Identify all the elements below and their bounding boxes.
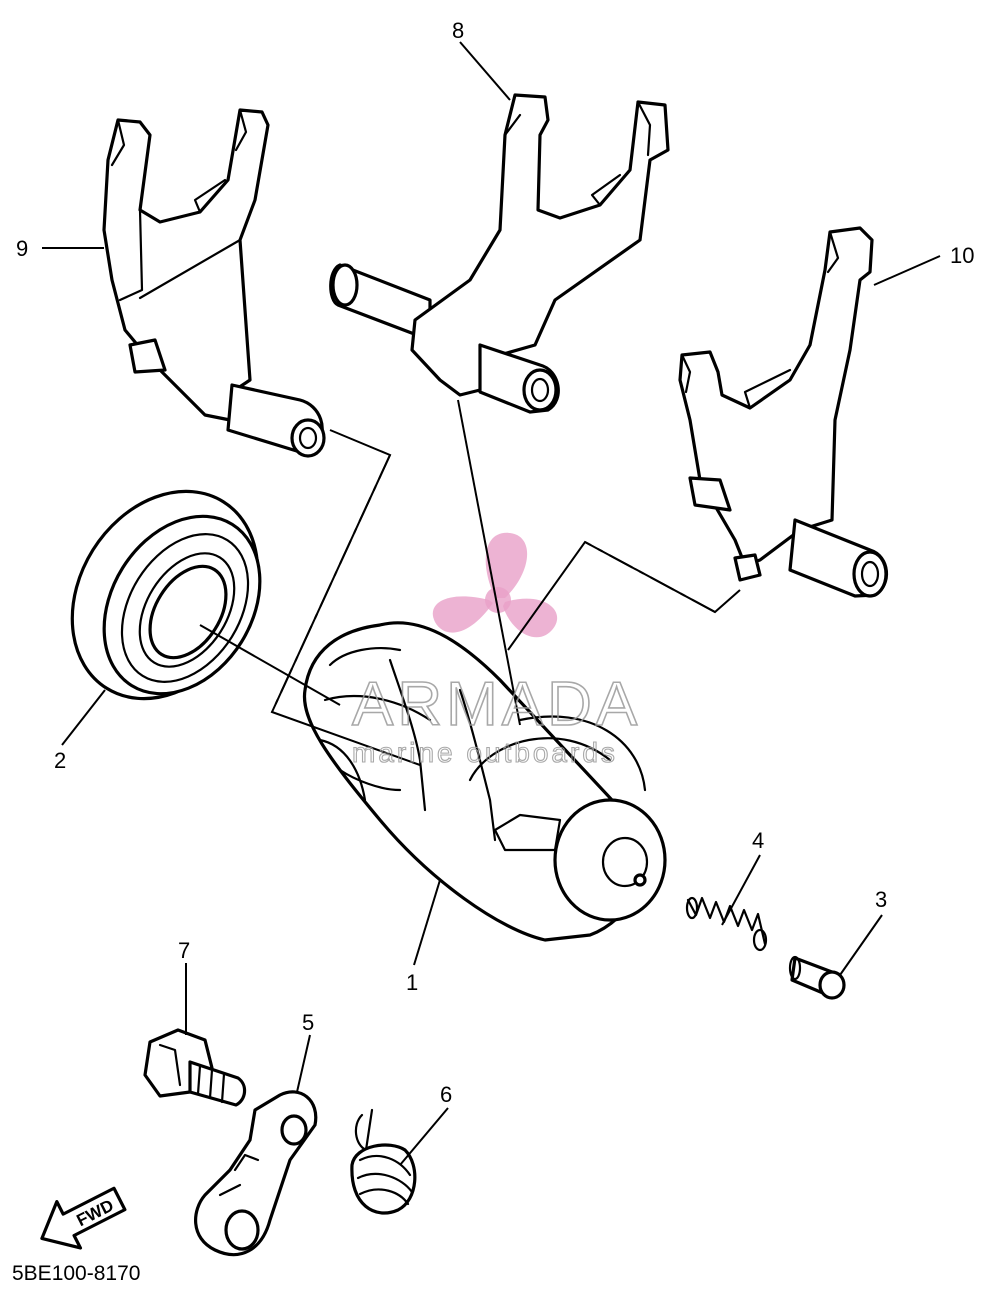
watermark-brand: ARMADA [352, 670, 641, 739]
shift-fork-10 [678, 226, 889, 598]
callout-labels: 8 9 10 2 1 4 3 7 5 6 [16, 18, 974, 1107]
drawing-code: 5BE100-8170 [12, 1262, 140, 1285]
callout-leaders [42, 41, 941, 1166]
callout-10: 10 [950, 243, 974, 268]
bolt-7 [143, 1028, 247, 1107]
callout-5: 5 [302, 1010, 314, 1035]
bearing-2 [70, 489, 262, 701]
callout-2: 2 [54, 748, 66, 773]
spring-4 [685, 896, 768, 952]
shift-drum-1 [302, 621, 667, 942]
callout-6: 6 [440, 1082, 452, 1107]
callout-4: 4 [752, 828, 764, 853]
pin-3 [788, 955, 846, 1000]
callout-7: 7 [178, 938, 190, 963]
shift-fork-8 [329, 93, 670, 414]
callout-3: 3 [875, 887, 887, 912]
fwd-arrow: FWD [40, 1186, 127, 1250]
torsion-spring-6 [350, 1108, 417, 1215]
callout-1: 1 [406, 970, 418, 995]
assembly-lines [199, 399, 741, 766]
lever-5 [193, 1090, 318, 1257]
shift-fork-9 [102, 108, 326, 458]
callout-8: 8 [452, 18, 464, 43]
watermark-logo [432, 532, 558, 638]
watermark-subtitle: marine outboards [352, 737, 618, 768]
callout-9: 9 [16, 236, 28, 261]
